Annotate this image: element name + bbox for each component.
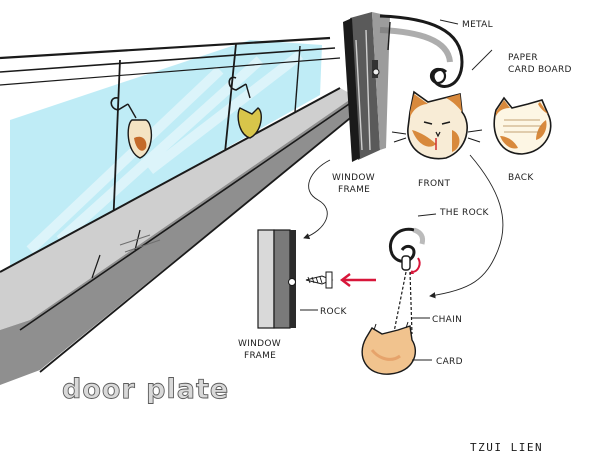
- label-paper: PAPER: [508, 53, 538, 63]
- hanging-plate-left: [110, 97, 153, 159]
- label-window-bottom-1: WINDOW: [238, 339, 281, 349]
- label-window-top-1: WINDOW: [332, 173, 375, 183]
- metal-bracket: [379, 14, 464, 88]
- hook-chain-card: [361, 227, 425, 375]
- window-frame-detail: [257, 229, 296, 329]
- glass-pane: [10, 40, 322, 270]
- label-front: FRONT: [418, 179, 450, 189]
- window-sill: [0, 88, 355, 330]
- label-window-top-2: FRAME: [338, 185, 370, 195]
- cat-front: [391, 90, 483, 160]
- label-back: BACK: [508, 173, 534, 183]
- window-perspective: [0, 36, 361, 385]
- window-frame-post: [343, 12, 390, 162]
- leader-lines: [300, 19, 504, 361]
- cat-back: [493, 96, 552, 155]
- label-card-board: CARD BOARD: [508, 65, 572, 75]
- label-window-bottom-2: FRAME: [244, 351, 276, 361]
- signature: TZUI LIEN: [470, 441, 543, 454]
- label-rock: ROCK: [320, 307, 348, 317]
- red-arrow-left: [340, 273, 376, 287]
- hanging-plate-right: [228, 76, 262, 139]
- label-the-rock: THE ROCK: [439, 208, 490, 218]
- screw-rock: [305, 271, 334, 289]
- label-card: CARD: [436, 357, 463, 367]
- title-door-plate: door plate: [62, 374, 229, 405]
- label-chain: CHAIN: [432, 315, 462, 325]
- label-metal: METAL: [462, 20, 493, 30]
